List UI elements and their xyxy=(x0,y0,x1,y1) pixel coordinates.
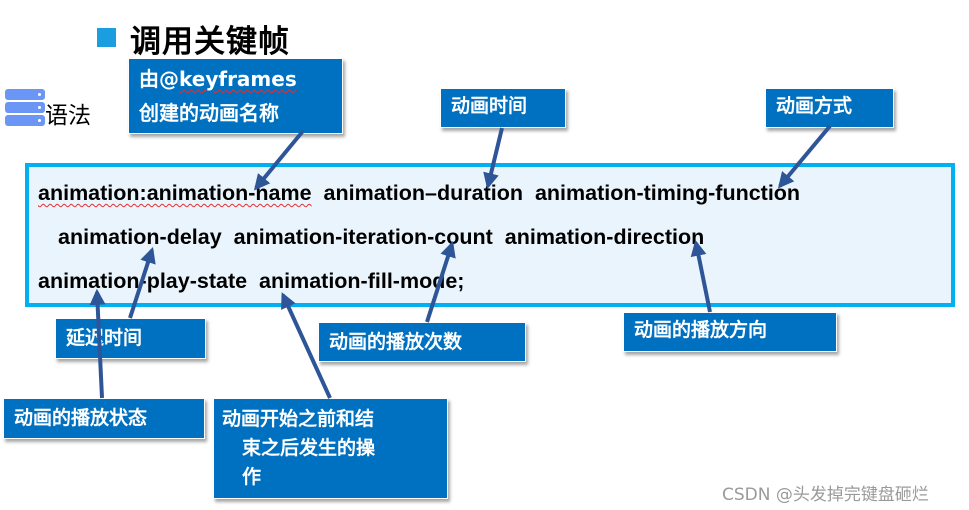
callout-duration: 动画时间 xyxy=(440,88,566,128)
callout-name-line2: 创建的动画名称 xyxy=(139,101,279,125)
callout-delay: 延迟时间 xyxy=(55,318,206,359)
code-line-3: animation-play-state animation-fill-mode… xyxy=(38,269,465,293)
watermark: CSDN @头发掉完键盘砸烂 xyxy=(722,485,929,505)
callout-name-keyword: keyframes xyxy=(179,67,297,91)
callout-direction: 动画的播放方向 xyxy=(623,312,837,352)
callout-fill-line2: 束之后发生的操 xyxy=(242,437,376,459)
callout-name-prefix: 由@ xyxy=(139,67,179,91)
callout-fill-line1: 动画开始之前和结 xyxy=(222,408,375,430)
code-line-1: animation:animation-name animation–durat… xyxy=(38,181,800,206)
callout-name-line1: 由@keyframes xyxy=(139,62,332,96)
callout-fill-line3: 作 xyxy=(242,466,262,488)
server-stack-icon xyxy=(5,89,45,128)
callout-play-state: 动画的播放状态 xyxy=(3,398,205,439)
code-line-1-rest: animation–duration animation-timing-func… xyxy=(311,181,801,205)
callout-animation-name: 由@keyframes 创建的动画名称 xyxy=(128,58,343,134)
slide-title: 调用关键帧 xyxy=(130,24,290,60)
callout-iteration-count: 动画的播放次数 xyxy=(318,322,526,362)
code-line-1-prefix: animation:animation-name xyxy=(38,181,312,205)
code-line-2: animation-delay animation-iteration-coun… xyxy=(58,225,705,249)
callout-fill-mode: 动画开始之前和结 束之后发生的操 作 xyxy=(213,398,448,499)
title-bullet xyxy=(97,28,116,47)
callout-timing-function: 动画方式 xyxy=(765,88,894,128)
syntax-label: 语法 xyxy=(45,103,91,129)
